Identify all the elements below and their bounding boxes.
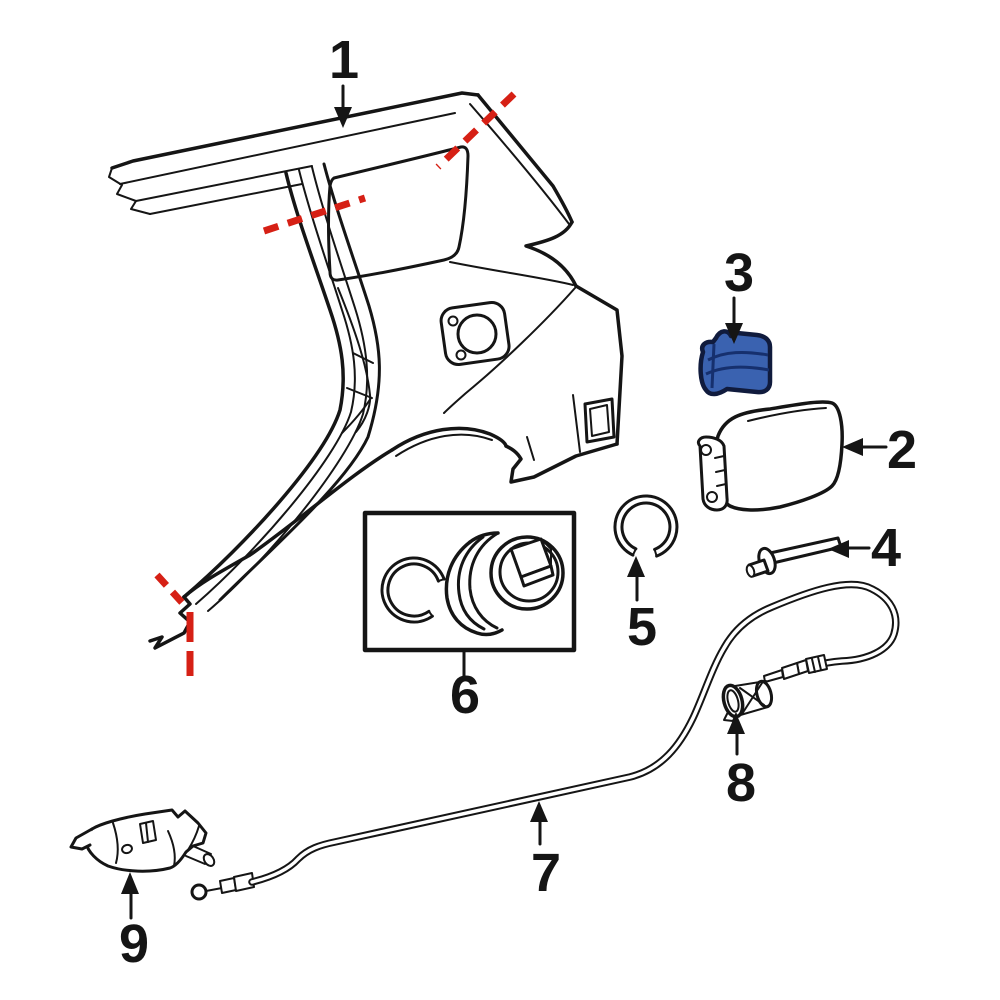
callout-3-label: 3	[724, 243, 754, 303]
cut-lines	[154, 91, 517, 676]
fuel-cap	[444, 531, 565, 637]
callout-4: 4	[828, 518, 901, 578]
retaining-ring-drawing	[613, 494, 679, 558]
callout-7: 7	[530, 801, 561, 903]
callout-6: 6	[450, 650, 480, 725]
callout-3: 3	[724, 243, 754, 344]
callout-8: 8	[726, 713, 756, 813]
cut-line-pillar	[262, 194, 367, 235]
fuel-door-drawing	[696, 400, 844, 512]
fuel-cap-kit-box	[362, 510, 577, 653]
cable-ball-end	[190, 883, 208, 901]
cable-clamp-drawing	[721, 679, 774, 722]
callout-5: 5	[627, 556, 657, 657]
callout-1: 1	[329, 30, 359, 128]
callout-2-label: 2	[887, 420, 917, 480]
callout-9: 9	[119, 872, 149, 974]
cut-line-bottom-diagonal	[154, 572, 190, 611]
callout-8-label: 8	[726, 753, 756, 813]
callouts: 1 2 3 4 5 6 7	[119, 30, 917, 974]
callout-2: 2	[842, 420, 917, 480]
cap-tether-ring	[380, 556, 446, 624]
callout-4-label: 4	[871, 518, 901, 578]
fuel-door-spring-highlight	[698, 329, 773, 397]
cable-connector-end	[763, 654, 828, 683]
callout-5-label: 5	[627, 597, 657, 657]
callout-1-label: 1	[329, 30, 359, 90]
screw-pin-drawing	[745, 536, 843, 578]
quarter-panel-drawing	[108, 91, 624, 650]
cut-line-top	[435, 91, 517, 170]
release-lever-drawing	[69, 808, 216, 873]
release-cable-drawing	[190, 580, 900, 901]
callout-7-label: 7	[531, 843, 561, 903]
callout-9-label: 9	[119, 914, 149, 974]
